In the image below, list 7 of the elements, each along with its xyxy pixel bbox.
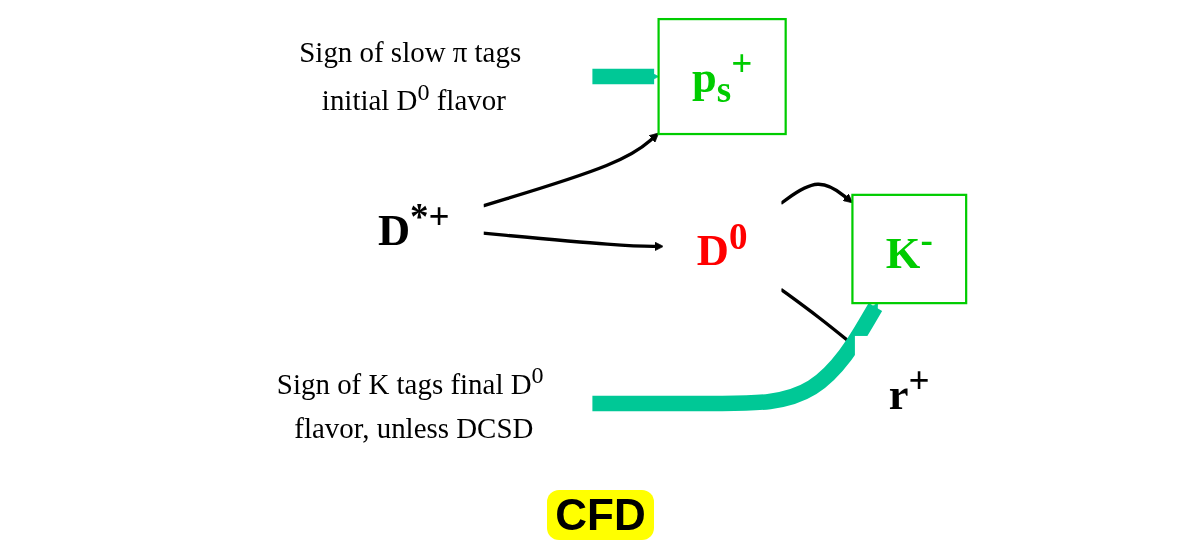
node-text: Sign of K tags final D$^{0}$ flavor, unless DCSD (276, 361, 544, 444)
node-text: Sign of slow π tags initial D$^{0}$ flavor (298, 36, 521, 117)
node-box: K$^{-}$ (850, 193, 967, 305)
note-label: CFD (547, 490, 654, 540)
arrow (482, 132, 659, 208)
node-text: D$^{*+}$ (377, 195, 450, 256)
node-text: D$^{0}$ (696, 215, 747, 275)
